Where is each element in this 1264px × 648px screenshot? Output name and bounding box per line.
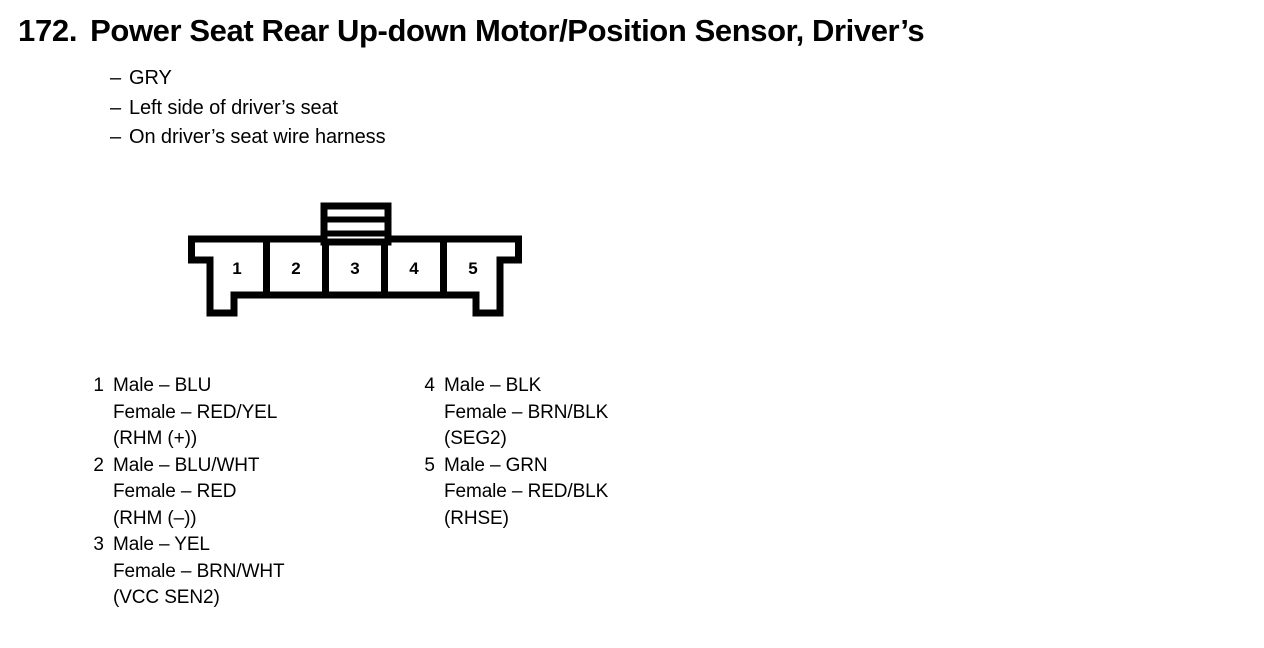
pin-entry: 5 Male – GRN Female – RED/BLK (RHSE) xyxy=(413,453,608,533)
page-title-number: 172. xyxy=(18,13,78,48)
page-title: 172. Power Seat Rear Up-down Motor/Posit… xyxy=(18,13,925,49)
pin-entry: 4 Male – BLK Female – BRN/BLK (SEG2) xyxy=(413,373,608,453)
pin-entry-number: 3 xyxy=(93,534,104,555)
bullet-item-label: GRY xyxy=(129,67,172,89)
pin-male-wire: Male – YEL xyxy=(113,534,210,555)
bullet-item-label: On driver’s seat wire harness xyxy=(129,126,386,148)
pin-entry-number: 1 xyxy=(93,375,104,396)
dash-bullet-icon: – xyxy=(110,126,122,148)
pin-entry: 3 Male – YEL Female – BRN/WHT (VCC SEN2) xyxy=(82,532,285,612)
description-bullet-list: –GRY –Left side of driver’s seat –On dri… xyxy=(110,64,386,153)
pin-male-wire: Male – BLU/WHT xyxy=(113,454,260,476)
pin-male-wire: Male – BLK xyxy=(444,375,542,396)
connector-body-outline xyxy=(188,235,522,317)
pin-female-wire: Female – RED/YEL xyxy=(113,401,278,423)
bullet-item-label: Left side of driver’s seat xyxy=(129,96,338,119)
pin-circuit-name: (VCC SEN2) xyxy=(113,587,220,608)
pin-entry-details: Male – GRN Female – RED/BLK (RHSE) xyxy=(444,453,608,533)
pin-entry: 2 Male – BLU/WHT Female – RED (RHM (–)) xyxy=(82,453,285,533)
pin-entry-details: Male – YEL Female – BRN/WHT (VCC SEN2) xyxy=(113,532,285,612)
pin-female-wire: Female – BRN/WHT xyxy=(113,560,285,582)
page-title-text: Power Seat Rear Up-down Motor/Position S… xyxy=(90,13,925,48)
pin-entry: 1 Male – BLU Female – RED/YEL (RHM (+)) xyxy=(82,373,285,453)
pin-entry-details: Male – BLU/WHT Female – RED (RHM (–)) xyxy=(113,453,260,533)
pin-entry-number: 4 xyxy=(424,375,435,396)
pin-entry-details: Male – BLK Female – BRN/BLK (SEG2) xyxy=(444,373,608,453)
bullet-item: –Left side of driver’s seat xyxy=(110,94,385,124)
connector-pin-label-5: 5 xyxy=(468,259,477,278)
pin-circuit-name: (RHSE) xyxy=(444,507,509,529)
connector-latch-tab xyxy=(320,202,392,246)
pin-list-right-column: 4 Male – BLK Female – BRN/BLK (SEG2) 5 M… xyxy=(413,373,608,532)
pin-male-wire: Male – GRN xyxy=(444,454,548,476)
dash-bullet-icon: – xyxy=(110,67,122,89)
pin-circuit-name: (RHM (–)) xyxy=(113,507,197,529)
pin-entry-details: Male – BLU Female – RED/YEL (RHM (+)) xyxy=(113,373,277,453)
pin-female-wire: Female – BRN/BLK xyxy=(444,401,609,423)
dash-bullet-icon: – xyxy=(110,96,122,119)
pin-circuit-name: (SEG2) xyxy=(444,428,507,449)
bullet-item: –GRY xyxy=(110,64,385,94)
connector-pin-label-3: 3 xyxy=(350,259,359,278)
pin-female-wire: Female – RED xyxy=(113,481,237,502)
connector-pin-label-2: 2 xyxy=(291,259,300,278)
connector-pin-label-1: 1 xyxy=(232,259,241,278)
pin-male-wire: Male – BLU xyxy=(113,375,212,396)
connector-diagram: 1 2 3 4 5 xyxy=(180,195,540,325)
bullet-item: –On driver’s seat wire harness xyxy=(110,123,386,153)
pin-entry-number: 2 xyxy=(93,454,104,476)
pin-list-left-column: 1 Male – BLU Female – RED/YEL (RHM (+)) … xyxy=(82,373,285,612)
pin-entry-number: 5 xyxy=(424,454,435,476)
connector-pin-label-4: 4 xyxy=(409,259,419,278)
pin-circuit-name: (RHM (+)) xyxy=(113,428,198,449)
pin-female-wire: Female – RED/BLK xyxy=(444,481,609,502)
